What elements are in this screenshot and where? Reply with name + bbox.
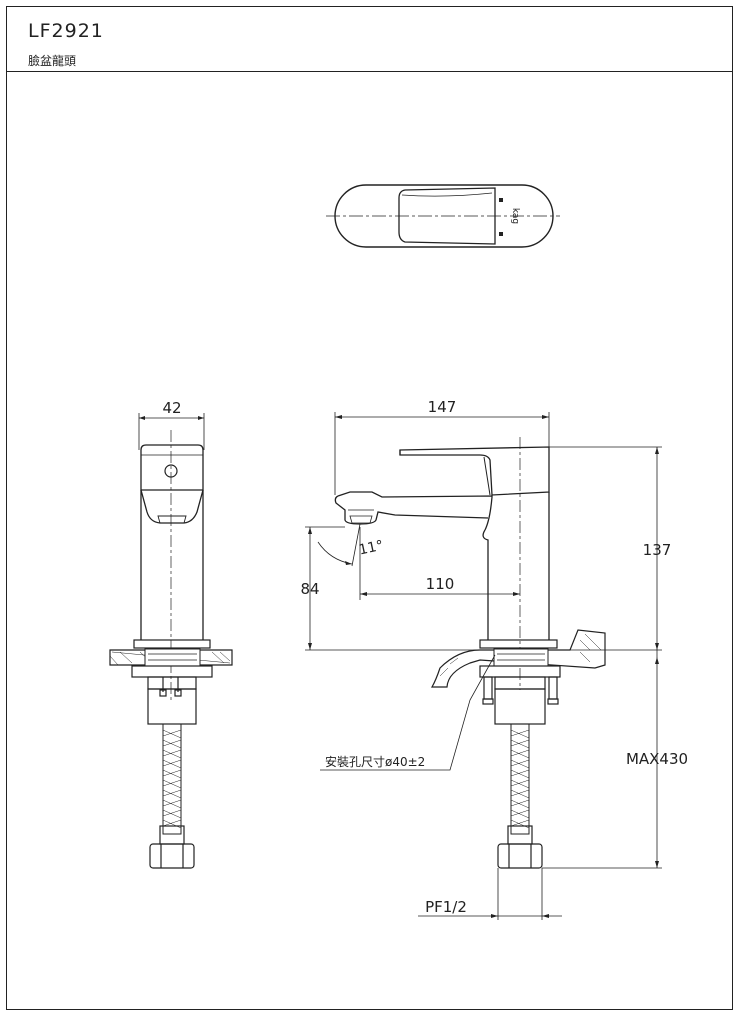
dim-spout-height: 84	[300, 580, 319, 598]
brand-logo: kag	[510, 208, 520, 224]
title-block: LF2921 臉盆龍頭	[6, 6, 733, 72]
front-view: 147	[300, 398, 688, 920]
dim-height: 137	[643, 541, 672, 559]
hole-size-label: 安裝孔尺寸ø40±2	[325, 754, 425, 769]
dim-reach: 110	[426, 575, 455, 593]
side-view: 42	[109, 399, 233, 869]
dim-front-width: 147	[428, 398, 457, 416]
dim-thread: PF1/2	[425, 898, 467, 916]
drawing-frame	[6, 6, 733, 1010]
model-number: LF2921	[28, 20, 104, 42]
product-name: 臉盆龍頭	[28, 54, 77, 68]
dim-side-width: 42	[162, 399, 181, 417]
top-view: kag	[326, 184, 560, 248]
dim-max-length: MAX430	[626, 750, 688, 768]
dim-angle: 11°	[357, 538, 385, 559]
